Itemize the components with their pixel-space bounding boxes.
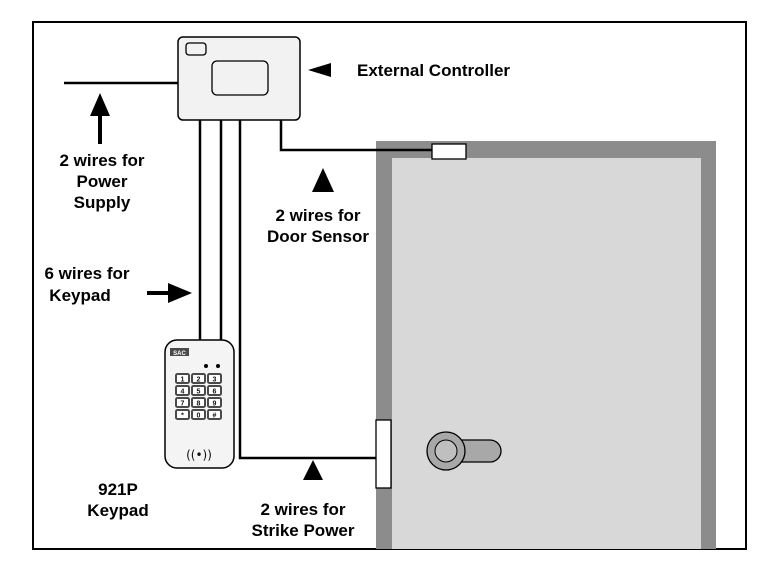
keypad-key-label: 9: [213, 400, 217, 407]
strike-power-label-line1: 2 wires for: [260, 500, 346, 519]
keypad-key: [175, 409, 190, 420]
keypad-reader-symbol: ((•)): [186, 448, 212, 462]
keypad-keys: 1 2 3 4 5 6 7 8 9 * 0 #: [175, 373, 222, 420]
power-supply-label-line1: 2 wires for: [59, 151, 145, 170]
keypad-model-label-line1: 921P: [98, 480, 138, 499]
keypad-wire-arrow: [168, 283, 192, 303]
power-supply-arrow-stem: [98, 114, 102, 144]
arrows: [90, 63, 334, 480]
keypad-key-label: #: [213, 412, 217, 419]
door-sensor-label-line2: Door Sensor: [266, 227, 370, 246]
door-panel: [392, 158, 701, 549]
keypad-key-label: 5: [197, 388, 201, 395]
keypad-wires-label-line1: 6 wires for: [44, 264, 130, 283]
power-supply-arrow: [90, 93, 110, 116]
keypad-key-label: 3: [213, 376, 217, 383]
keypad-key-label: 1: [181, 376, 185, 383]
keypad-key-label: *: [181, 412, 184, 419]
door-strike: [375, 419, 392, 489]
keypad-wires-label-line2: Keypad: [49, 286, 111, 305]
door-sensor-label-line1: 2 wires for: [275, 206, 361, 225]
keypad-key-label: 2: [197, 376, 201, 383]
keypad-key-label: 0: [197, 412, 201, 419]
door-sensor-wire: [279, 119, 433, 152]
keypad-key: [175, 385, 190, 396]
keypad-key: [207, 397, 222, 408]
strike-power-wire: [238, 119, 376, 460]
door-handle: [426, 431, 502, 471]
keypad-key: [191, 373, 206, 384]
keypad-key-label: 8: [197, 400, 201, 407]
keypad-key: [175, 373, 190, 384]
external-controller-label: External Controller: [357, 61, 511, 80]
controller-arrow: [308, 63, 331, 77]
keypad-key-label: 7: [181, 400, 185, 407]
power-supply-label-line3: Supply: [73, 193, 131, 212]
keypad-brand-plate: [170, 348, 189, 356]
keypad-wire-arrow-stem: [147, 291, 169, 295]
keypad-led-left: [204, 364, 208, 368]
wires: [64, 81, 433, 460]
door-sensor: [431, 143, 467, 160]
keypad-key: [175, 397, 190, 408]
door-sensor-arrow: [312, 168, 334, 192]
keypad-key-label: 4: [181, 388, 185, 395]
controller-display-window: [211, 60, 269, 96]
keypad-key: [191, 385, 206, 396]
keypad-key: [207, 373, 222, 384]
keypad-brand: SAC: [173, 351, 186, 357]
keypad-key: [207, 409, 222, 420]
keypad-key: [191, 397, 206, 408]
controller-indicator-light: [185, 42, 207, 56]
keypad-model-label-line2: Keypad: [87, 501, 149, 520]
strike-power-arrow: [303, 460, 323, 480]
keypad-led-right: [216, 364, 220, 368]
keypad-key: [191, 409, 206, 420]
power-supply-label-line2: Power: [76, 172, 128, 191]
keypad-key: [207, 385, 222, 396]
keypad-device: SAC 1 2 3 4 5 6 7 8 9 * 0 # ((•)): [164, 339, 235, 469]
keypad-key-label: 6: [213, 388, 217, 395]
strike-power-label-line2: Strike Power: [251, 521, 355, 540]
